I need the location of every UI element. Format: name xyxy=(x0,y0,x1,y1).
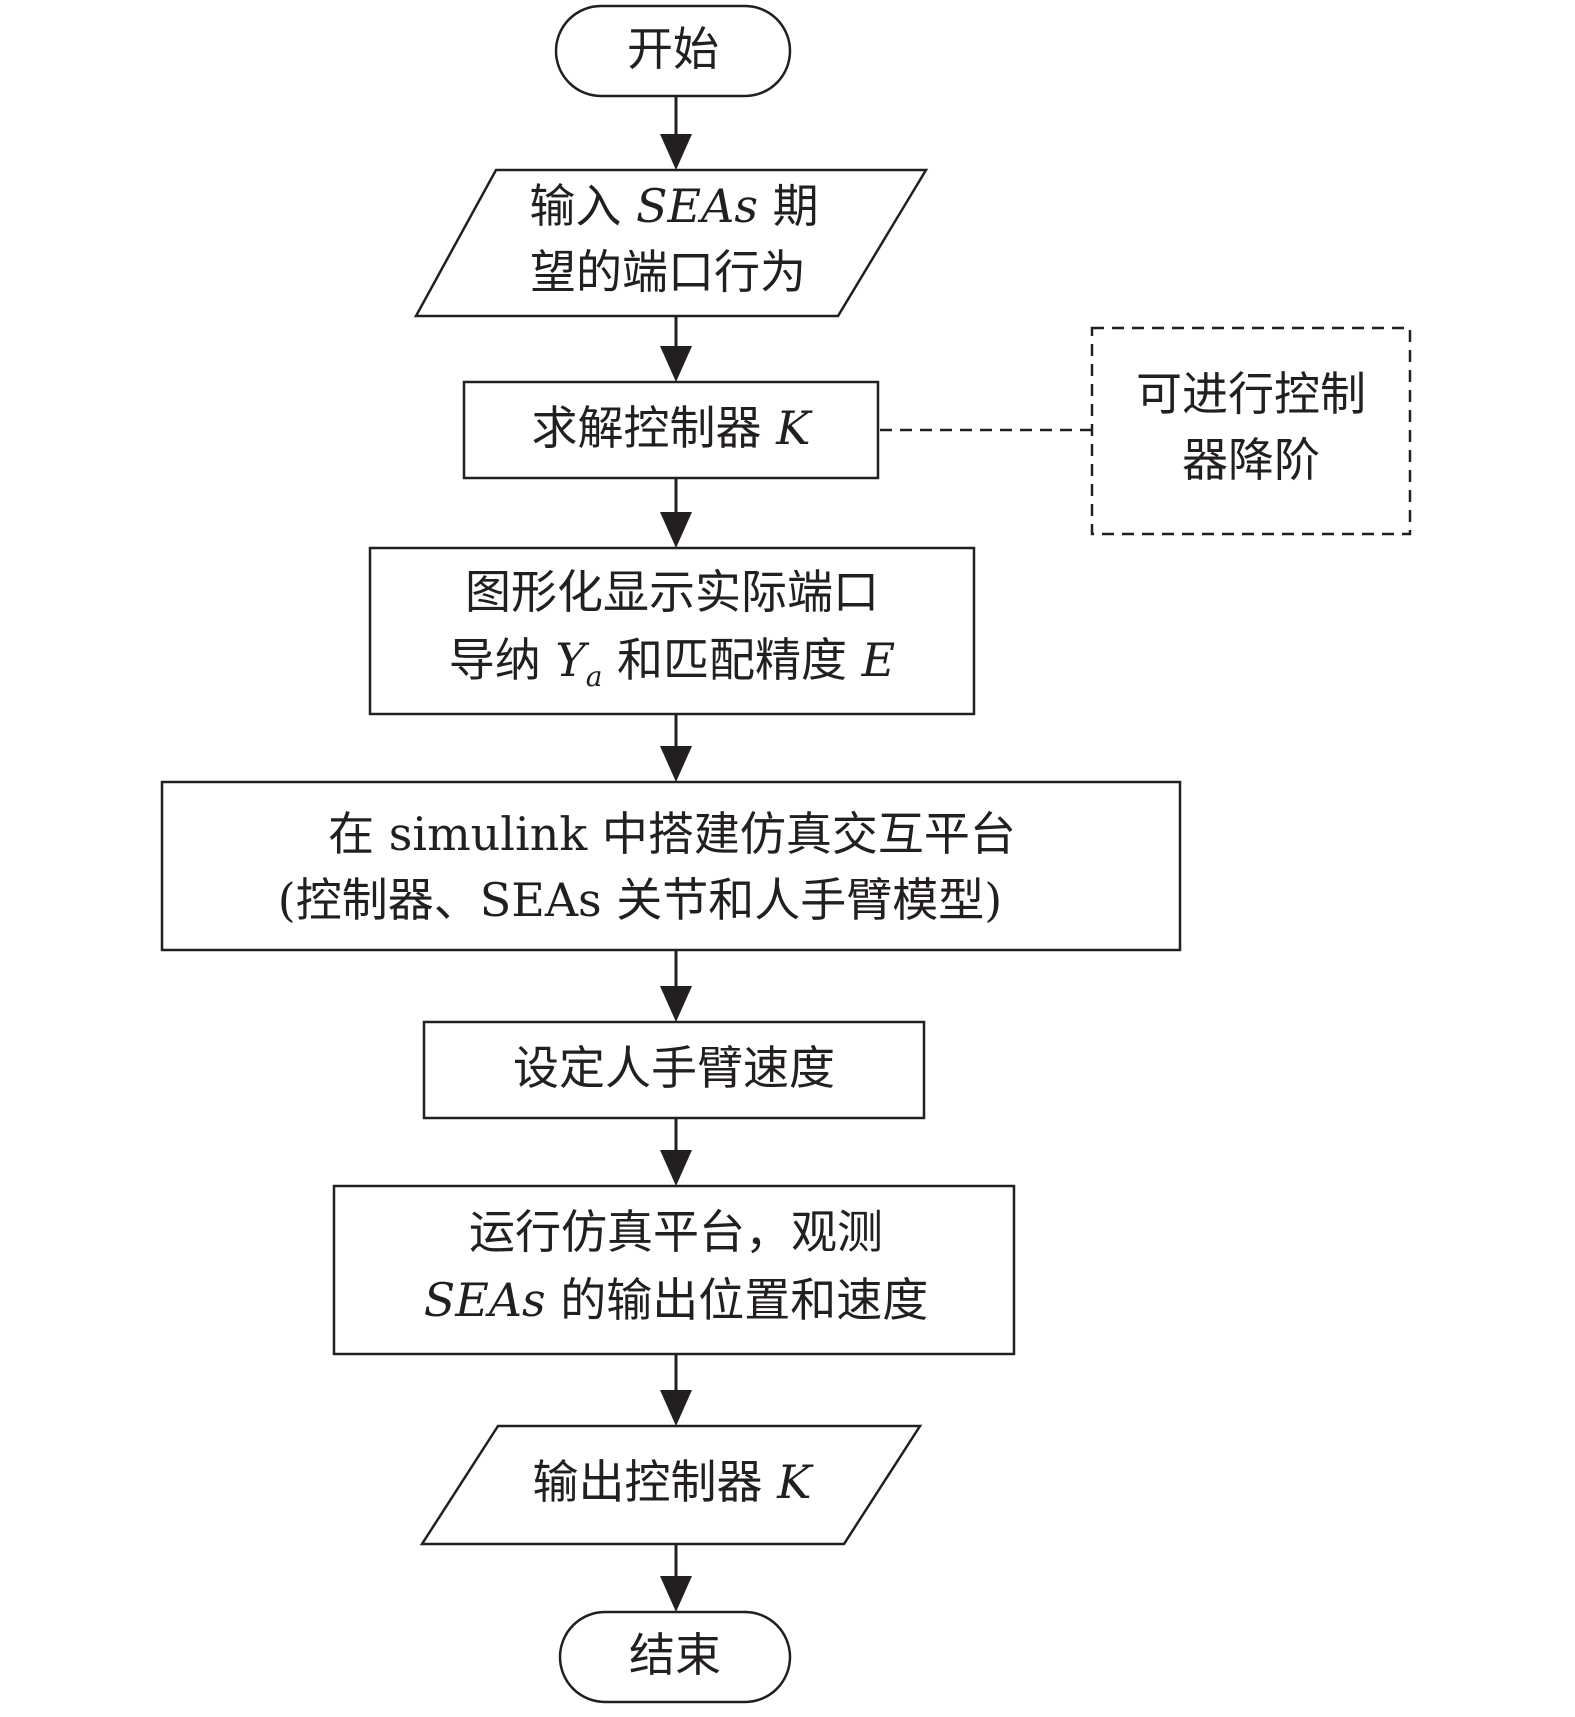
input-label-line2: 望的端口行为 xyxy=(530,245,806,299)
start-terminal: 开始 xyxy=(554,4,792,98)
build-platform-box: 在 simulink 中搭建仿真交互平台 (控制器、SEAs 关节和人手臂模型) xyxy=(160,780,1182,952)
speed-label: 设定人手臂速度 xyxy=(513,1041,835,1095)
set-speed-box: 设定人手臂速度 xyxy=(422,1020,926,1120)
build-label-line1: 在 simulink 中搭建仿真交互平台 xyxy=(328,807,1016,861)
arrowhead-output xyxy=(660,1390,692,1426)
solve-controller-box: 求解控制器 K xyxy=(462,380,880,480)
end-terminal: 结束 xyxy=(558,1610,792,1704)
arrowhead-input xyxy=(660,134,692,170)
connectors xyxy=(660,96,1092,1612)
end-label: 结束 xyxy=(629,1628,721,1682)
run-simulation-box: 运行仿真平台，观测 SEAs 的输出位置和速度 xyxy=(332,1184,1016,1356)
arrowhead-end xyxy=(660,1576,692,1612)
solve-label: 求解控制器 K xyxy=(532,401,814,455)
arrowhead-solve xyxy=(660,346,692,382)
arrowhead-display xyxy=(660,512,692,548)
output-parallelogram: 输出控制器 K xyxy=(419,1424,923,1546)
run-label-line1: 运行仿真平台，观测 xyxy=(469,1205,883,1259)
arrowhead-run xyxy=(660,1150,692,1186)
reduce-label-line1: 可进行控制 xyxy=(1136,367,1366,421)
start-label: 开始 xyxy=(627,22,719,76)
arrowhead-build xyxy=(660,746,692,782)
order-reduction-note: 可进行控制 器降阶 xyxy=(1090,326,1412,536)
input-label-line1: 输入 SEAs 期 xyxy=(529,179,818,233)
display-label-line2: 导纳 Ya 和匹配精度 E xyxy=(449,633,896,693)
display-label-line1: 图形化显示实际端口 xyxy=(465,565,879,619)
arrowhead-speed xyxy=(660,986,692,1022)
reduce-label-line2: 器降阶 xyxy=(1182,433,1320,487)
display-admittance-box: 图形化显示实际端口 导纳 Ya 和匹配精度 E xyxy=(368,546,976,716)
output-label: 输出控制器 K xyxy=(533,1455,815,1509)
build-label-line2: (控制器、SEAs 关节和人手臂模型) xyxy=(278,873,1002,927)
input-parallelogram: 输入 SEAs 期 望的端口行为 xyxy=(413,168,929,318)
run-label-line2: SEAs 的输出位置和速度 xyxy=(424,1273,929,1327)
